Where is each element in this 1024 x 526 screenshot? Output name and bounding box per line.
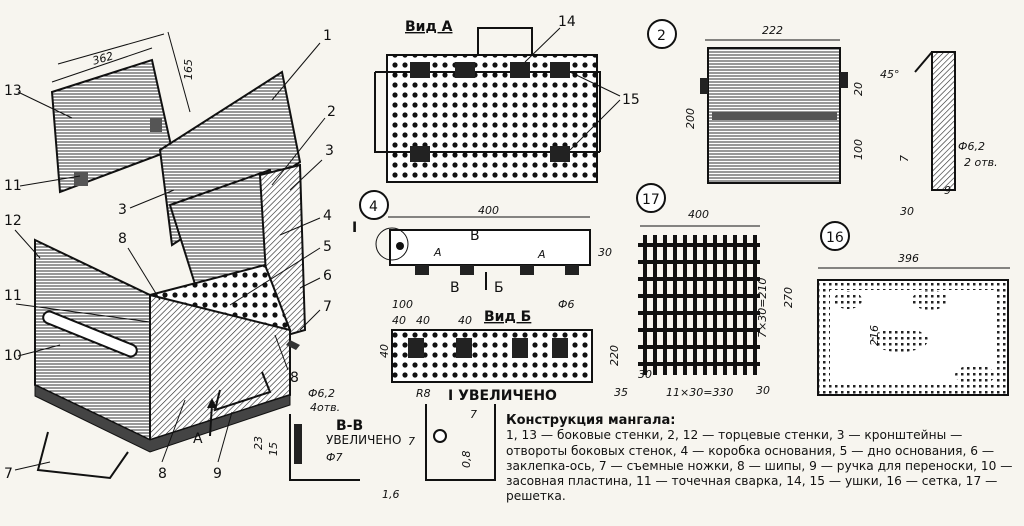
- callout-2: 2: [327, 104, 336, 120]
- dim-9: 9: [944, 184, 951, 197]
- dim-100: 100: [392, 298, 413, 311]
- dim-216: 216: [868, 325, 881, 346]
- dim-40-a: 40: [392, 314, 406, 327]
- part-4-axle: 4 400 30 I В В А А Б: [352, 190, 612, 296]
- dim-7-b: 7: [408, 435, 415, 448]
- section-v-v-enlarged: УВЕЛИЧЕНО: [326, 433, 401, 447]
- dim-165: 165: [182, 59, 195, 80]
- dim-15: 15: [267, 442, 280, 456]
- dim-23: 23: [252, 436, 265, 450]
- dim-2-holes: 2 отв.: [964, 156, 998, 169]
- view-b-arrow: Б: [494, 280, 504, 296]
- dim-100: 100: [852, 139, 865, 160]
- callouts-left: 1 2 3 13 11 3 12 8 4 5 6 11 7 10 8 7 8 9: [4, 28, 336, 482]
- caption-body: 1, 13 — боковые стенки, 2, 12 — торцевые…: [506, 428, 1013, 504]
- callout-10: 10: [4, 348, 22, 364]
- dim-7x30-210: 7×30=210: [756, 278, 769, 338]
- dim-270: 270: [782, 287, 795, 308]
- leg-7-right: [213, 371, 272, 412]
- part-16-mesh: 16 396 216: [817, 221, 1010, 396]
- callout-8-top: 8: [118, 231, 127, 247]
- part-4-number: 4: [369, 199, 378, 215]
- section-v-v-title: В-В: [336, 418, 363, 434]
- dim-396: 396: [898, 252, 919, 265]
- detail-I-marker: I: [352, 220, 357, 236]
- dim-400-grate: 400: [688, 208, 709, 221]
- caption-title: Конструкция мангала:: [506, 413, 676, 428]
- dim-phi6: Ф6: [558, 298, 574, 311]
- section-v-v: Ф6,2 4отв. В-В УВЕЛИЧЕНО Ф7 23 15 1,6: [252, 387, 401, 501]
- dim-45-deg: 45°: [880, 68, 900, 81]
- part-2-number: 2: [657, 28, 666, 44]
- dim-40-b: 40: [416, 314, 430, 327]
- dim-phi7: Ф7: [326, 451, 342, 464]
- part-17-grate: 17 400 270 7×30=210 30 35 11×30=330 30: [614, 183, 795, 399]
- dim-7-p2: 7: [898, 155, 911, 162]
- dim-40-side: 40: [378, 344, 391, 358]
- view-b: Вид Б 100 40 40 40 40 Ф6 220 I УВЕЛИЧЕНО: [378, 298, 621, 404]
- dim-30-p2: 30: [900, 205, 914, 218]
- section-b-bottom: В: [450, 280, 460, 296]
- callout-3-left: 3: [118, 202, 127, 218]
- callout-3-right: 3: [325, 143, 334, 159]
- dim-1-6: 1,6: [382, 488, 400, 501]
- part-17-number: 17: [642, 192, 660, 208]
- callout-5: 5: [323, 239, 332, 255]
- view-a: Вид А 14 15: [374, 14, 640, 183]
- dim-30-axle: 30: [598, 246, 612, 259]
- detail-i-title: I УВЕЛИЧЕНО: [448, 388, 557, 404]
- callout-12: 12: [4, 213, 22, 229]
- callout-11-top: 11: [4, 178, 22, 194]
- dim-11x30-330: 11×30=330: [666, 386, 733, 399]
- leg-7-left: [36, 431, 129, 480]
- part-2: 2 222 200 20 100 45° Ф6,2 2 отв. 7 9 30: [647, 19, 998, 218]
- dim-400-axle: 400: [478, 204, 499, 217]
- callout-9: 9: [213, 466, 222, 482]
- dim-362: 362: [91, 49, 115, 67]
- callout-8-bottom: 8: [158, 466, 167, 482]
- view-arrow-a: А: [193, 431, 203, 447]
- callout-4: 4: [323, 208, 332, 224]
- view-b-title: Вид Б: [484, 309, 531, 325]
- view-a-title: Вид А: [405, 19, 453, 35]
- dim-7-a: 7: [470, 408, 477, 421]
- brazier-isometric-view: [34, 31, 307, 480]
- callout-11-bottom: 11: [4, 288, 22, 304]
- callout-7-left: 7: [4, 466, 13, 482]
- section-b-top: В: [470, 228, 480, 244]
- callout-13: 13: [4, 83, 22, 99]
- label-a-2: А: [537, 248, 546, 261]
- callout-1: 1: [323, 28, 332, 44]
- dim-35: 35: [614, 386, 628, 399]
- dim-phi6-2-b: Ф6,2: [958, 140, 985, 153]
- callout-8-right: 8: [290, 370, 299, 386]
- dim-r8: R8: [416, 387, 431, 400]
- callout-15: 15: [622, 92, 640, 108]
- part-16-number: 16: [826, 230, 844, 246]
- dim-4-holes: 4отв.: [310, 401, 340, 414]
- dim-phi6-2-holes: Ф6,2: [308, 387, 335, 400]
- dim-200: 200: [684, 108, 697, 129]
- dim-20: 20: [852, 82, 865, 96]
- detail-i: R8 7 7 0,8: [408, 387, 496, 481]
- callout-7-right: 7: [323, 299, 332, 315]
- dim-220: 220: [608, 345, 621, 366]
- dim-30-g1: 30: [638, 368, 652, 381]
- callout-14: 14: [558, 14, 576, 30]
- label-a-1: А: [433, 246, 442, 259]
- callout-6: 6: [323, 268, 332, 284]
- box-bottom-edge: [34, 384, 291, 453]
- dim-222: 222: [762, 24, 783, 37]
- dim-40-c: 40: [458, 314, 472, 327]
- dim-0-8: 0,8: [460, 451, 473, 469]
- construction-caption: Конструкция мангала: 1, 13 — боковые сте…: [506, 413, 1018, 505]
- dim-30-g2: 30: [756, 384, 770, 397]
